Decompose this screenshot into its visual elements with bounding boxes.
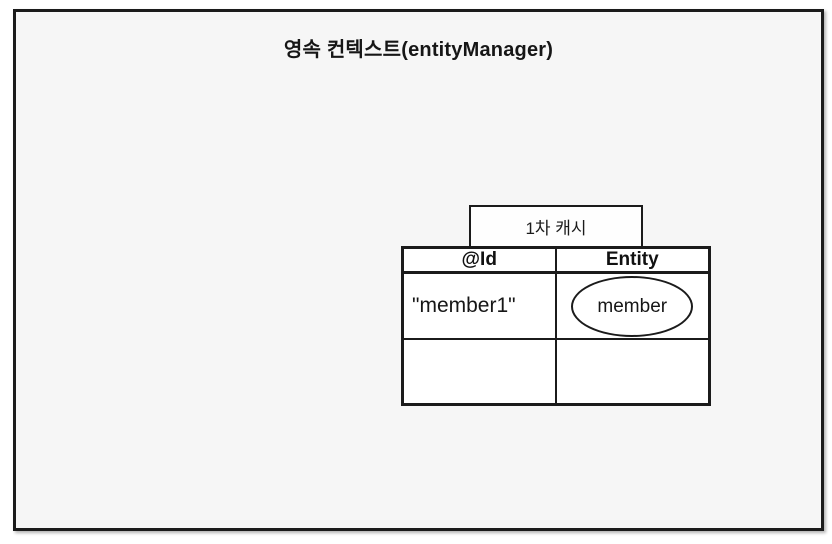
persistence-context-frame: 영속 컨텍스트(entityManager) 1차 캐시 @Id Entity …: [13, 9, 824, 531]
member-entity-ellipse: member: [571, 276, 694, 338]
id-cell-empty: [401, 337, 557, 406]
first-level-cache-table: @Id Entity "member1" member: [401, 246, 711, 406]
cache-table-row-member1: "member1" member: [401, 271, 711, 340]
entity-column-header: Entity: [554, 246, 711, 274]
id-cell-member1: "member1": [401, 271, 557, 340]
cache-table-row-empty: [401, 337, 711, 406]
cache-table-header-row: @Id Entity: [401, 246, 711, 274]
first-level-cache-box: 1차 캐시: [469, 205, 643, 248]
entity-cell-empty: [554, 337, 711, 406]
member-entity-label: member: [597, 295, 668, 317]
id-column-header: @Id: [401, 246, 557, 274]
persistence-context-title: 영속 컨텍스트(entityManager): [283, 39, 554, 61]
entity-cell-member: member: [554, 271, 711, 340]
first-level-cache-label: 1차 캐시: [525, 219, 587, 238]
